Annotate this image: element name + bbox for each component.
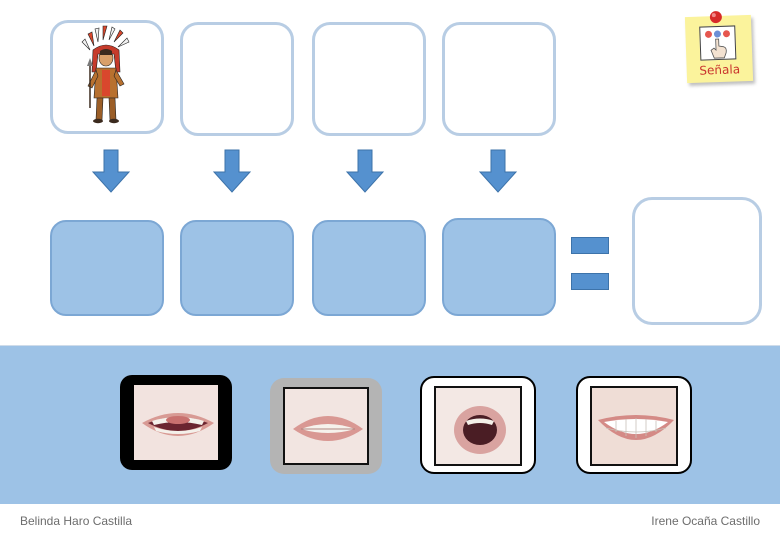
mouth-option-3[interactable] — [420, 376, 536, 474]
native-chief-icon — [81, 25, 130, 124]
mouth-smile-closed-icon — [293, 416, 363, 441]
word-slot-2[interactable] — [180, 22, 294, 136]
answer-slot[interactable] — [632, 197, 762, 325]
equals-sign-bottom — [571, 273, 609, 290]
point-instruction-label: Señala — [699, 62, 741, 78]
arrow-down-icon — [91, 149, 131, 193]
word-slot-1[interactable] — [50, 20, 164, 134]
mouth-option-2[interactable] — [270, 378, 382, 474]
sound-slot-1[interactable] — [50, 220, 164, 316]
sound-slot-3[interactable] — [312, 220, 426, 316]
mouth-tongue-up-icon — [142, 413, 214, 436]
red-pin-icon — [709, 11, 722, 24]
sound-slot-2[interactable] — [180, 220, 294, 316]
sound-slot-4[interactable] — [442, 218, 556, 316]
point-instruction-card: Señala — [684, 11, 754, 84]
arrow-down-icon — [212, 149, 252, 193]
equals-sign-top — [571, 237, 609, 254]
arrow-down-icon — [478, 149, 518, 193]
mouth-option-4[interactable] — [576, 376, 692, 474]
author-right: Irene Ocaña Castillo — [651, 514, 760, 528]
word-slot-3[interactable] — [312, 22, 426, 136]
mouth-wide-smile-icon — [598, 415, 674, 440]
pointing-hand-icon — [704, 30, 730, 59]
mouth-option-1[interactable] — [120, 375, 232, 470]
arrow-down-icon — [345, 149, 385, 193]
author-left: Belinda Haro Castilla — [20, 514, 133, 528]
mouth-open-o-icon — [454, 406, 506, 454]
word-slot-4[interactable] — [442, 22, 556, 136]
